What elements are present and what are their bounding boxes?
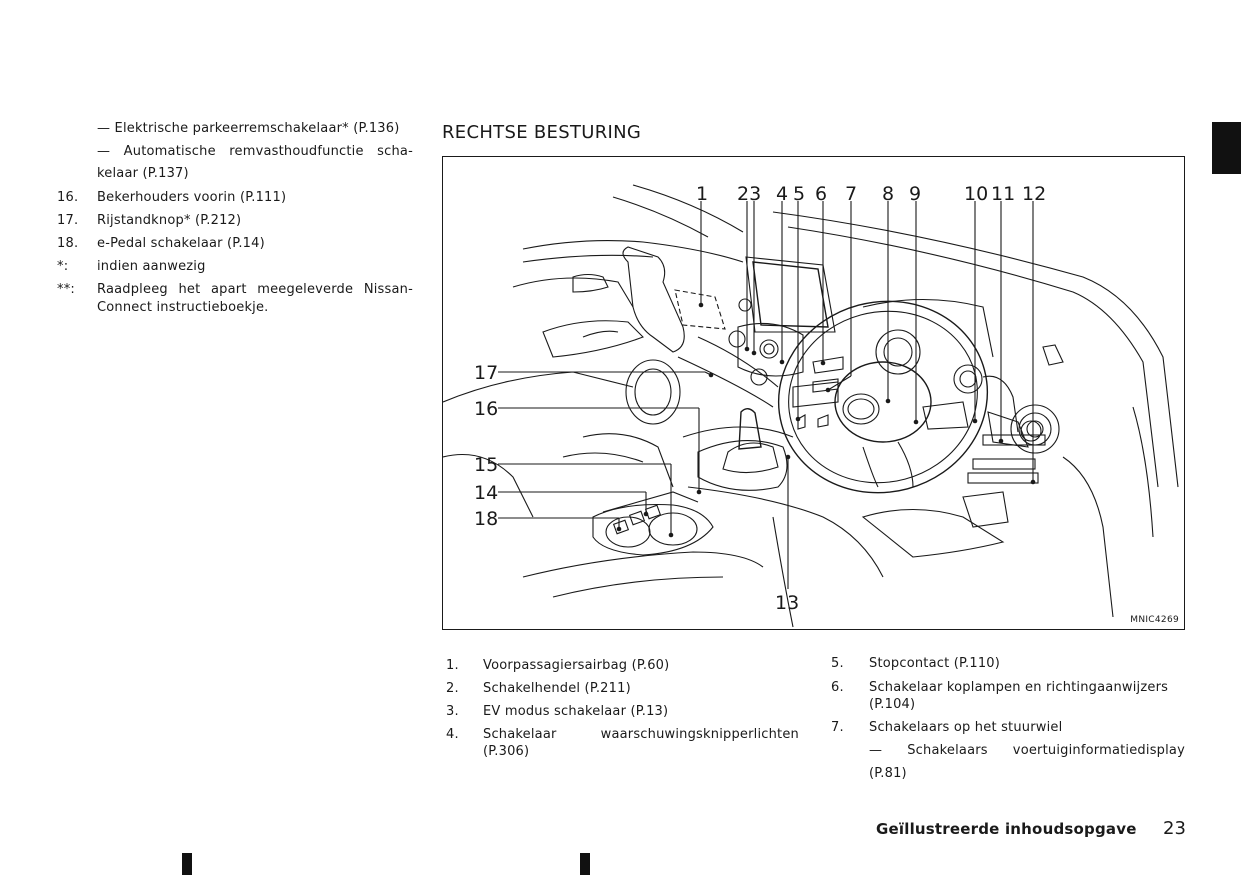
legend-number: 4. <box>446 727 459 742</box>
callout-4: 4 <box>776 183 788 205</box>
section-title: RECHTSE BESTURING <box>442 122 642 143</box>
item-text: e-Pedal schakelaar (P.14) <box>97 236 265 251</box>
legend-text: Schakelaars op het stuurwiel <box>869 720 1063 735</box>
page-number: 23 <box>1163 818 1186 839</box>
callout-8: 8 <box>882 183 894 205</box>
footnote-text: Raadpleeg het apart meegeleverde Nissan- <box>97 282 413 297</box>
legend-subtext-cont: (P.81) <box>869 766 907 781</box>
legend-number: 6. <box>831 680 844 695</box>
callout-9: 9 <box>909 183 921 205</box>
footer-title: Geïllustreerde inhoudsopgave <box>876 820 1137 838</box>
sub-item-parking-brake: — Elektrische parkeerremschakelaar* (P.1… <box>97 121 400 136</box>
item-number: 17. <box>57 213 79 228</box>
legend-number: 3. <box>446 704 459 719</box>
callout-12: 12 <box>1022 183 1046 205</box>
item-text: Rijstandknop* (P.212) <box>97 213 242 228</box>
footnote-text-cont: Connect instructieboekje. <box>97 300 269 315</box>
footnote-text: indien aanwezig <box>97 259 206 274</box>
callout-14: 14 <box>474 482 498 504</box>
callout-7: 7 <box>845 183 857 205</box>
callout-11: 11 <box>991 183 1015 205</box>
callout-numbers: 1 23 4 5 6 7 8 9 10 11 12 13 14 15 16 17… <box>474 183 1046 614</box>
callout-10: 10 <box>964 183 988 205</box>
diagram-code: MNIC4269 <box>1130 615 1179 625</box>
crop-mark <box>182 853 192 875</box>
legend-text-cont: (P.104) <box>869 697 916 712</box>
callout-5: 5 <box>793 183 805 205</box>
legend-subtext: — Schakelaars voertuiginformatiedisplay <box>869 743 1185 758</box>
legend-text: Voorpassagiersairbag (P.60) <box>483 658 670 673</box>
sub-item-brake-hold: — Automatische remvasthoudfunctie scha- <box>97 144 413 159</box>
item-number: 16. <box>57 190 79 205</box>
legend-number: 7. <box>831 720 844 735</box>
legend-text-cont: (P.306) <box>483 744 530 759</box>
legend-text: EV modus schakelaar (P.13) <box>483 704 669 719</box>
callout-15: 15 <box>474 454 498 476</box>
legend-text: Schakelaar waarschuwingsknipperlichten <box>483 727 799 742</box>
sub-item-brake-hold-cont: kelaar (P.137) <box>97 166 189 181</box>
callout-16: 16 <box>474 398 498 420</box>
callout-13: 13 <box>775 592 799 614</box>
callout-18: 18 <box>474 508 498 530</box>
legend-text: Schakelhendel (P.211) <box>483 681 631 696</box>
item-text: Bekerhouders voorin (P.111) <box>97 190 287 205</box>
item-number: 18. <box>57 236 79 251</box>
legend-number: 1. <box>446 658 459 673</box>
footnote-marker: **: <box>57 282 75 297</box>
callout-6: 6 <box>815 183 827 205</box>
legend-text: Stopcontact (P.110) <box>869 656 1001 671</box>
footnote-marker: *: <box>57 259 69 274</box>
callout-1: 1 <box>696 183 708 205</box>
callout-2-3: 23 <box>737 183 761 205</box>
crop-mark <box>580 853 590 875</box>
callout-17: 17 <box>474 362 498 384</box>
callout-leaders <box>498 201 1036 589</box>
dashboard-line-drawing: 1 23 4 5 6 7 8 9 10 11 12 13 14 15 16 17… <box>443 183 1179 628</box>
dashboard-diagram: 1 23 4 5 6 7 8 9 10 11 12 13 14 15 16 17… <box>442 156 1185 630</box>
legend-number: 2. <box>446 681 459 696</box>
chapter-tab <box>1212 122 1241 174</box>
legend-number: 5. <box>831 656 844 671</box>
legend-text: Schakelaar koplampen en richtingaanwijze… <box>869 680 1169 695</box>
